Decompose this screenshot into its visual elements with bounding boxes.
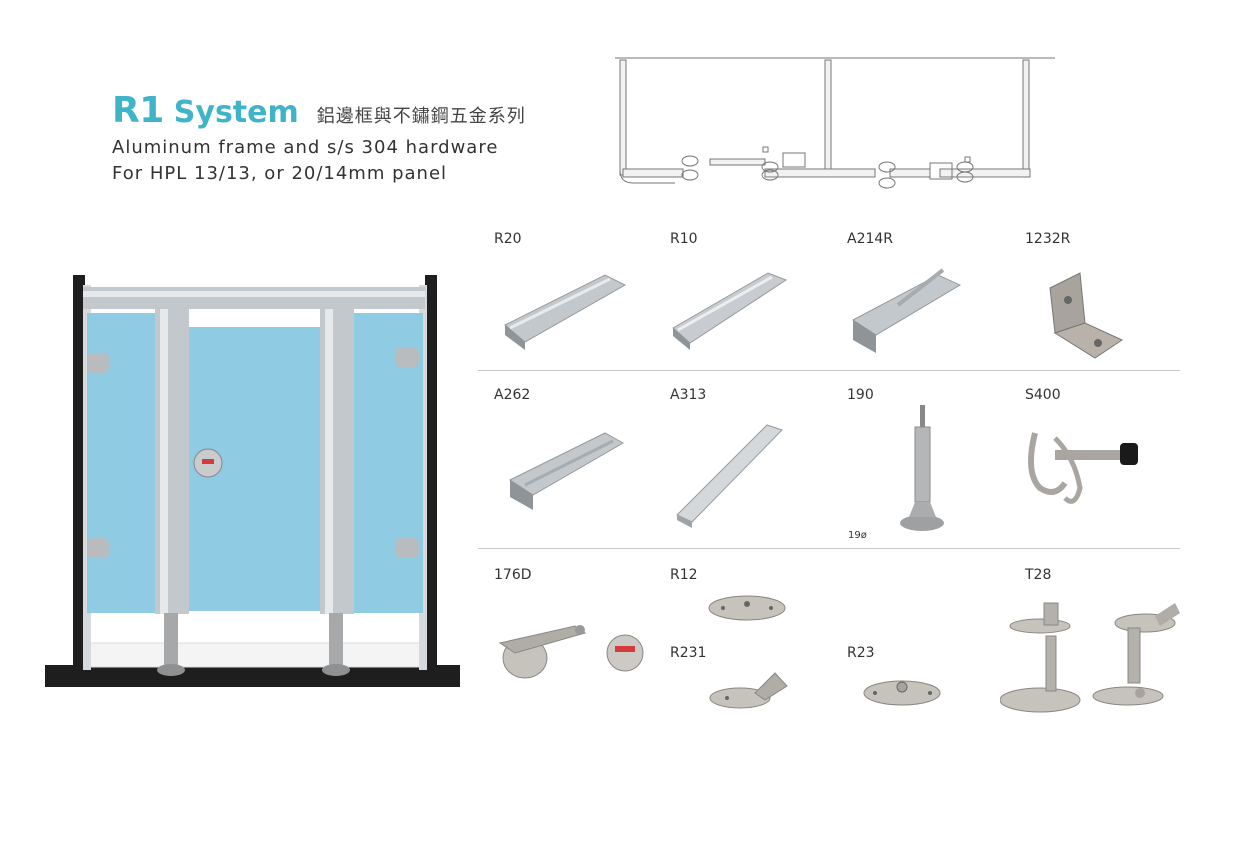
- header: R1 System 鋁邊框與不鏽鋼五金系列 Aluminum frame and…: [112, 90, 526, 187]
- subtitle-line2: For HPL 13/13, or 20/14mm panel: [112, 163, 448, 184]
- a214r-profile-image: [852, 268, 962, 353]
- r12-plate-image: [708, 595, 786, 621]
- part-label-a262: A262: [494, 387, 531, 403]
- 1232r-bracket-image: [1049, 272, 1124, 359]
- a262-profile-image: [508, 432, 625, 510]
- part-label-1232r: 1232R: [1025, 231, 1071, 247]
- part-label-a313: A313: [670, 387, 707, 403]
- part-label-r20: R20: [494, 231, 522, 247]
- part-label-190: 190: [847, 387, 874, 403]
- row-divider-2: [478, 548, 1180, 549]
- part-label-t28: T28: [1025, 567, 1052, 583]
- 190-diameter-note: 19ø: [848, 530, 867, 541]
- plan-drawing: [615, 57, 1055, 189]
- part-label-r12: R12: [670, 567, 698, 583]
- t28-fitting-set-image: [1000, 602, 1180, 713]
- 190-leg-image: [900, 405, 944, 531]
- title-code: R1: [112, 90, 164, 131]
- title-row: R1 System 鋁邊框與不鏽鋼五金系列: [112, 90, 526, 131]
- title-chinese: 鋁邊框與不鏽鋼五金系列: [316, 106, 526, 127]
- r231-bracket-image: [709, 672, 788, 709]
- part-label-r10: R10: [670, 231, 698, 247]
- subtitle-line1: Aluminum frame and s/s 304 hardware: [112, 137, 499, 158]
- part-label-s400: S400: [1025, 387, 1061, 403]
- part-label-r231: R231: [670, 645, 707, 661]
- part-label-176d: 176D: [494, 567, 532, 583]
- r23-plate-image: [863, 680, 941, 706]
- partition-illustration: [45, 275, 460, 687]
- s400-hook-image: [1028, 432, 1138, 504]
- part-label-a214r: A214R: [847, 231, 894, 247]
- 176d-lock-image: [498, 625, 644, 679]
- title-word: System: [173, 95, 299, 130]
- r10-profile-image: [672, 272, 788, 350]
- part-label-r23: R23: [847, 645, 875, 661]
- a313-channel-image: [676, 424, 783, 528]
- r20-profile-image: [504, 274, 627, 350]
- row-divider-1: [478, 370, 1180, 371]
